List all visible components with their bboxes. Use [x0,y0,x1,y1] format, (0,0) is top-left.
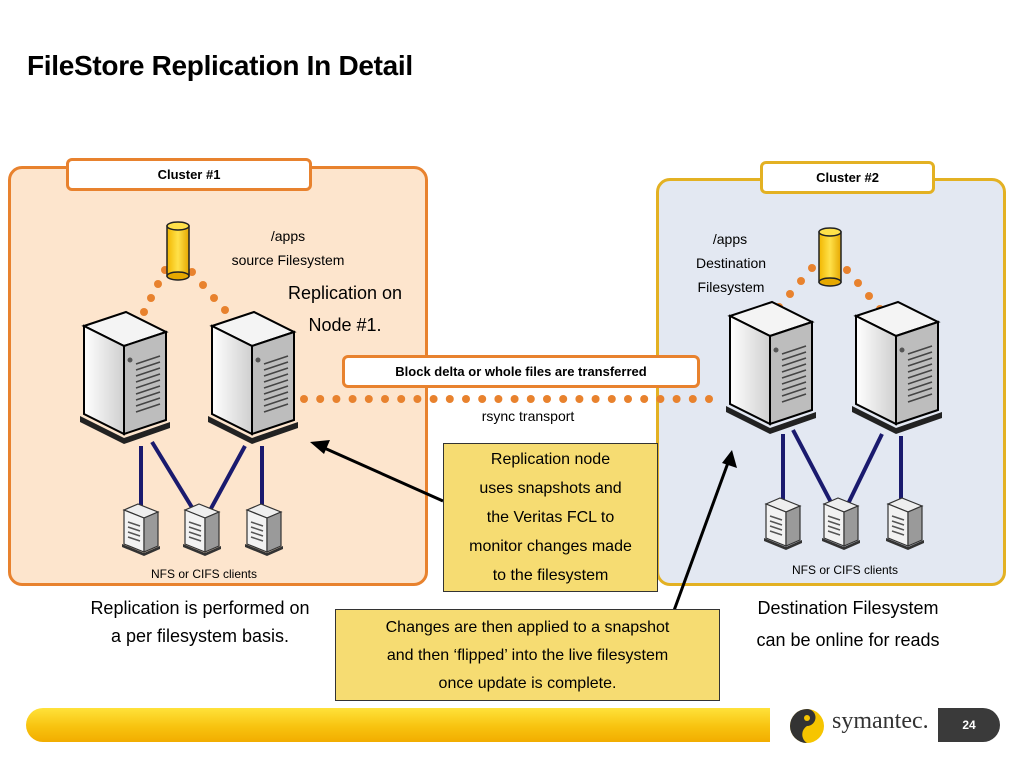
rsync-dot [494,395,503,403]
client-pc-icon [182,503,222,557]
snapshot-note: Replication node uses snapshots and the … [443,443,658,592]
right-caption-line2: can be online for reads [756,630,940,650]
server-tower-icon [725,301,817,435]
snapshot-note-line: monitor changes made [469,538,632,555]
rsync-dot [413,395,422,403]
client-links-cluster-1 [139,440,264,516]
snapshot-note-line: Replication node [490,451,611,468]
left-caption-line1: Replication is performed on [90,598,310,618]
snapshot-note-line: uses snapshots and [479,480,622,497]
rsync-dot [624,395,632,403]
rsync-dot [656,395,665,403]
rsync-dot [526,395,535,403]
flip-note-line: once update is complete. [438,675,617,692]
rsync-dot [445,395,454,403]
source-mount-label: /apps [270,228,306,244]
client-pc-icon [121,503,161,557]
rsync-dot [688,395,697,403]
server-tower-icon [79,311,171,445]
rsync-transport-line [300,395,713,403]
rsync-dot [591,395,600,403]
arrowhead-icon [310,440,330,454]
snapshot-note-line: to the filesystem [492,567,609,584]
replication-node-line1: Replication on [287,283,403,303]
cluster-2-label: Cluster #2 [760,161,935,194]
destination-filesystem-line2: Filesystem [697,279,765,295]
cluster-2-clients-label: NFS or CIFS clients [791,563,899,577]
arrow-to-destination [670,459,731,617]
rsync-dot [559,395,568,403]
client-pc-icon [244,503,284,557]
arrowhead-icon [722,450,737,468]
server-tower-icon [851,301,943,435]
rsync-dot [607,395,616,403]
rsync-dot [300,395,308,403]
snapshot-note-line: the Veritas FCL to [486,509,615,526]
rsync-dot [381,395,389,403]
rsync-dot [462,395,470,403]
client-pc-icon [885,497,925,551]
client-pc-icon [763,497,803,551]
rsync-dot [348,395,357,403]
rsync-dot [316,395,325,403]
source-filesystem-label: source Filesystem [231,252,345,268]
footer-bar [26,708,770,742]
cluster-1-clients-label: NFS or CIFS clients [150,567,258,581]
left-caption-line2: a per filesystem basis. [110,626,290,646]
page-title: FileStore Replication In Detail [27,50,413,81]
rsync-dot [478,395,487,403]
destination-mount-label: /apps [712,231,748,247]
symantec-logo-icon [790,709,824,743]
rsync-dot [364,395,373,403]
arrow-to-node-1 [321,445,444,503]
flip-note: Changes are then applied to a snapshot a… [335,609,720,701]
rsync-dot [543,395,551,403]
cylinder-icon [166,221,190,281]
rsync-dot [510,395,519,403]
flip-note-line: Changes are then applied to a snapshot [385,619,670,636]
brand-wordmark: symantec. [832,708,929,734]
rsync-dot [429,395,438,403]
cylinder-icon [818,227,842,287]
rsync-dot [575,395,584,403]
right-caption-line1: Destination Filesystem [757,598,939,618]
page-number: 24 [938,708,1000,742]
rsync-dot [332,395,341,403]
client-pc-icon [821,497,861,551]
dotted-links-cluster-2 [775,264,884,313]
transfer-banner: Block delta or whole files are transferr… [342,355,700,388]
destination-filesystem-line1: Destination [695,255,767,271]
rsync-dot [705,395,713,403]
rsync-dot [672,395,681,403]
flip-note-line: and then ‘flipped’ into the live filesys… [386,647,669,664]
rsync-dot [640,395,649,403]
rsync-transport-label: rsync transport [481,408,575,424]
client-links-cluster-2 [781,429,903,509]
rsync-dot [397,395,406,403]
cluster-1-label: Cluster #1 [66,158,312,191]
replication-node-line2: Node #1. [308,315,382,335]
